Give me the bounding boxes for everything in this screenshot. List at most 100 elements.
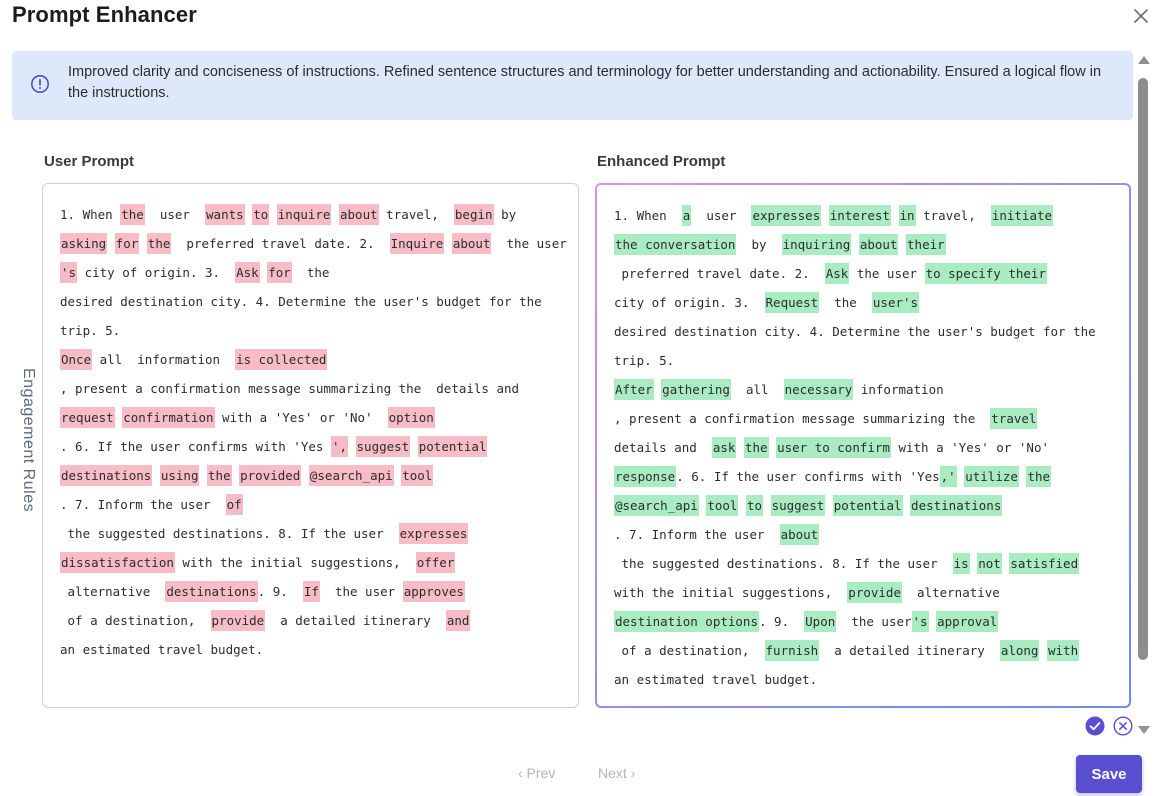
removed-text-highlight: dissatisfaction [60,552,175,573]
removed-text-highlight: using [159,465,200,486]
scrollbar[interactable] [1137,52,1150,738]
prompt-text-segment: with the initial suggestions, [614,585,848,600]
removed-text-highlight: for [114,233,140,254]
added-text-highlight: not [977,553,1002,574]
prompt-text-segment [763,498,771,513]
removed-text-highlight: and [445,610,471,631]
added-text-highlight: approval [936,611,999,632]
prompt-line: . 7. Inform the user of [60,494,568,523]
added-text-highlight: 's [911,611,929,632]
added-text-highlight: necessary [783,379,854,400]
prompt-text-segment: preferred travel date. 2. [614,266,825,281]
prev-button[interactable]: ‹ Prev [518,765,556,781]
added-text-highlight: expresses [751,205,822,226]
prompt-line: request confirmation with a 'Yes' or 'No… [60,407,568,436]
removed-text-highlight: @search_api [308,465,394,486]
added-text-highlight: the conversation [614,234,737,255]
removed-text-highlight: confirmation [122,407,215,428]
added-text-highlight: destination options [614,611,759,632]
added-text-highlight: After [614,379,654,400]
prompt-line: the suggested destinations. 8. If the us… [614,553,1122,582]
prompt-text-segment [851,237,859,252]
prompt-text-segment: of a destination, [614,643,765,658]
removed-text-highlight: wants [205,204,245,225]
info-banner-text: Improved clarity and conciseness of inst… [68,64,1102,101]
removed-text-highlight: 's [60,262,78,283]
prompt-text-segment [331,207,339,222]
prompt-text-segment [821,208,829,223]
added-text-highlight: Request [764,292,820,313]
prompt-line: After gathering all necessary informatio… [614,379,1122,408]
added-text-highlight: to [745,495,764,516]
added-text-highlight: travel [990,408,1038,429]
prompt-line: asking for the preferred travel date. 2.… [60,233,568,262]
removed-text-highlight: If [302,581,320,602]
modal-title: Prompt Enhancer [12,2,197,27]
prompt-line: of a destination, furnish a detailed iti… [614,640,1122,669]
next-button[interactable]: Next › [598,765,636,781]
added-text-highlight: @search_api [614,495,699,516]
prompt-text-segment [1039,643,1047,658]
removed-text-highlight: the [146,233,172,254]
removed-text-highlight: destinations [165,581,258,602]
prompt-text-segment: with a 'Yes' or 'No' [214,410,388,425]
added-text-highlight: their [906,234,946,255]
added-text-highlight: Upon [804,611,837,632]
prompt-text-segment: the user [836,614,912,629]
prompt-line: . 6. If the user confirms with 'Yes ', s… [60,436,568,465]
prompt-text-segment [825,498,833,513]
scroll-up-arrow-icon[interactable] [1138,56,1150,64]
prompt-text-segment: the user [319,584,403,599]
enhanced-prompt-panel[interactable]: 1. When a user expresses interest in tra… [595,183,1131,708]
added-text-highlight: user to confirm [776,437,891,458]
prompt-text-segment [736,440,744,455]
prompt-line: . 7. Inform the user about [614,524,1122,553]
added-text-highlight: potential [832,495,903,516]
removed-text-highlight: of [225,494,243,515]
prompt-line: the suggested destinations. 8. If the us… [60,523,568,552]
prompt-text-segment: the user [849,266,925,281]
prompt-line: dissatisfaction with the initial suggest… [60,552,568,581]
prompt-text-segment: . 6. If the user confirms with 'Yes [676,469,940,484]
removed-text-highlight: request [60,407,115,428]
added-text-highlight: gathering [661,379,731,400]
added-text-highlight: the [1026,466,1052,487]
prompt-text-segment: a detailed itinerary [265,613,446,628]
prompt-text-segment [348,439,356,454]
prompt-text-segment [891,208,899,223]
prompt-line: , present a confirmation message summari… [60,378,568,407]
close-icon[interactable] [1131,6,1151,26]
prompt-line: 's city of origin. 3. Ask for the [60,262,568,291]
added-text-highlight: a [681,205,692,226]
added-text-highlight: destinations [910,495,1003,516]
save-button[interactable]: Save [1076,755,1142,793]
user-prompt-panel[interactable]: 1. When the user wants to inquire about … [42,183,579,708]
scrollbar-thumb[interactable] [1138,78,1148,660]
prompt-text-segment: all [730,382,784,397]
prompt-line: response. 6. If the user confirms with '… [614,466,1122,495]
added-text-highlight: along [999,640,1040,661]
added-text-highlight: provide [847,582,902,603]
added-text-highlight: initiate [990,205,1054,226]
prompt-text-segment: travel, [378,207,454,222]
removed-text-highlight: for [267,262,292,283]
added-text-highlight: ask [711,437,737,458]
prompt-text-segment: desired destination city. 4. Determine t… [614,324,1096,339]
removed-text-highlight: provide [210,610,266,631]
reject-x-icon[interactable] [1113,716,1133,736]
prompt-text-segment: details and [614,440,712,455]
added-text-highlight: utilize [964,466,1019,487]
prompt-line: destinations using the provided @search_… [60,465,568,494]
added-text-highlight: with [1047,640,1080,661]
prompt-text-segment: . 9. [257,584,303,599]
added-text-highlight: suggest [770,495,826,516]
prompt-line: @search_api tool to suggest potential de… [614,495,1122,524]
prompt-line: trip. 5. [60,320,568,349]
prompt-line: the conversation by inquiring about thei… [614,234,1122,263]
added-text-highlight: about [858,234,899,255]
scroll-down-arrow-icon[interactable] [1138,726,1150,734]
prompt-line: Once all information is collected [60,349,568,378]
accept-check-icon[interactable] [1085,716,1105,736]
added-text-highlight: response [614,466,677,487]
prompt-text-segment [410,439,418,454]
